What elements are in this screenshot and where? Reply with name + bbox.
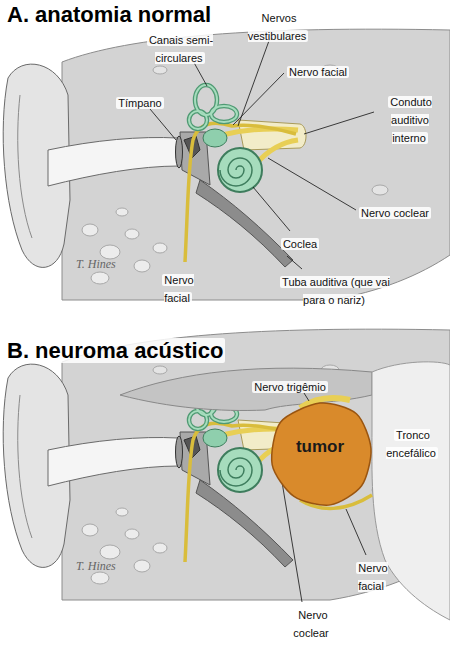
ear-anatomy-normal	[3, 29, 450, 300]
part-label: Tímpano	[116, 97, 163, 109]
label-slot: Nervo facial	[155, 270, 201, 306]
node-text: tumor	[296, 437, 344, 457]
part-label: Canais semi-circulares	[147, 34, 213, 64]
label-slot: Conduto auditivo interno	[378, 92, 442, 146]
part-label: Nervos vestibulares	[248, 12, 309, 42]
label-slot: Nervo facial	[273, 62, 363, 80]
part-label: Nervo trigêmio	[252, 381, 328, 393]
label-slot: Nervo trigêmio	[238, 377, 342, 395]
label-slot: T. Hines	[74, 254, 118, 272]
leader-line	[238, 38, 270, 126]
part-label: Nervo facial	[287, 66, 349, 78]
leader-line	[346, 509, 366, 555]
leader-line	[150, 109, 176, 140]
label-slot: B. neuroma acústico	[5, 338, 225, 364]
label-slot: A. anatomia normal	[5, 2, 213, 28]
leader-line	[304, 393, 309, 401]
label-slot: Nervo facial	[347, 558, 397, 594]
label-slot: Tronco encefálico	[377, 425, 447, 461]
label-slot: T. Hines	[74, 556, 118, 574]
label-slot: Canais semi-circulares	[135, 30, 225, 66]
panel-title: A. anatomia normal	[5, 2, 213, 27]
part-label: Tronco encefálico	[386, 429, 438, 459]
part-label: Tuba auditiva (que vai para o nariz)	[280, 276, 390, 306]
label-slot: Tímpano	[110, 93, 170, 111]
leader-line	[268, 158, 356, 210]
label-slot: Tuba auditiva (que vai para o nariz)	[269, 272, 401, 308]
label-slot: Coclea	[275, 234, 325, 252]
artist-signature: T. Hines	[74, 257, 118, 271]
node-outline-path	[272, 403, 371, 505]
part-label: Nervo facial	[162, 274, 193, 304]
panel-title: B. neuroma acústico	[5, 338, 225, 363]
leader-line	[233, 73, 284, 125]
part-label: Nervo coclear	[293, 609, 330, 639]
part-label: Coclea	[281, 238, 319, 250]
leader-line	[253, 187, 290, 231]
artist-signature: T. Hines	[74, 559, 118, 573]
tumor-mass: tumor	[265, 398, 375, 510]
leader-line	[304, 112, 374, 134]
label-slot: Nervo coclear	[355, 203, 435, 221]
part-label: Conduto auditivo interno	[388, 96, 432, 144]
part-label: Nervo facial	[356, 562, 387, 592]
label-slot: Nervo coclear	[286, 605, 338, 641]
part-label: Nervo coclear	[359, 207, 431, 219]
leader-line	[287, 256, 302, 269]
leader-lines	[150, 38, 374, 269]
label-slot: Nervos vestibulares	[238, 8, 318, 44]
